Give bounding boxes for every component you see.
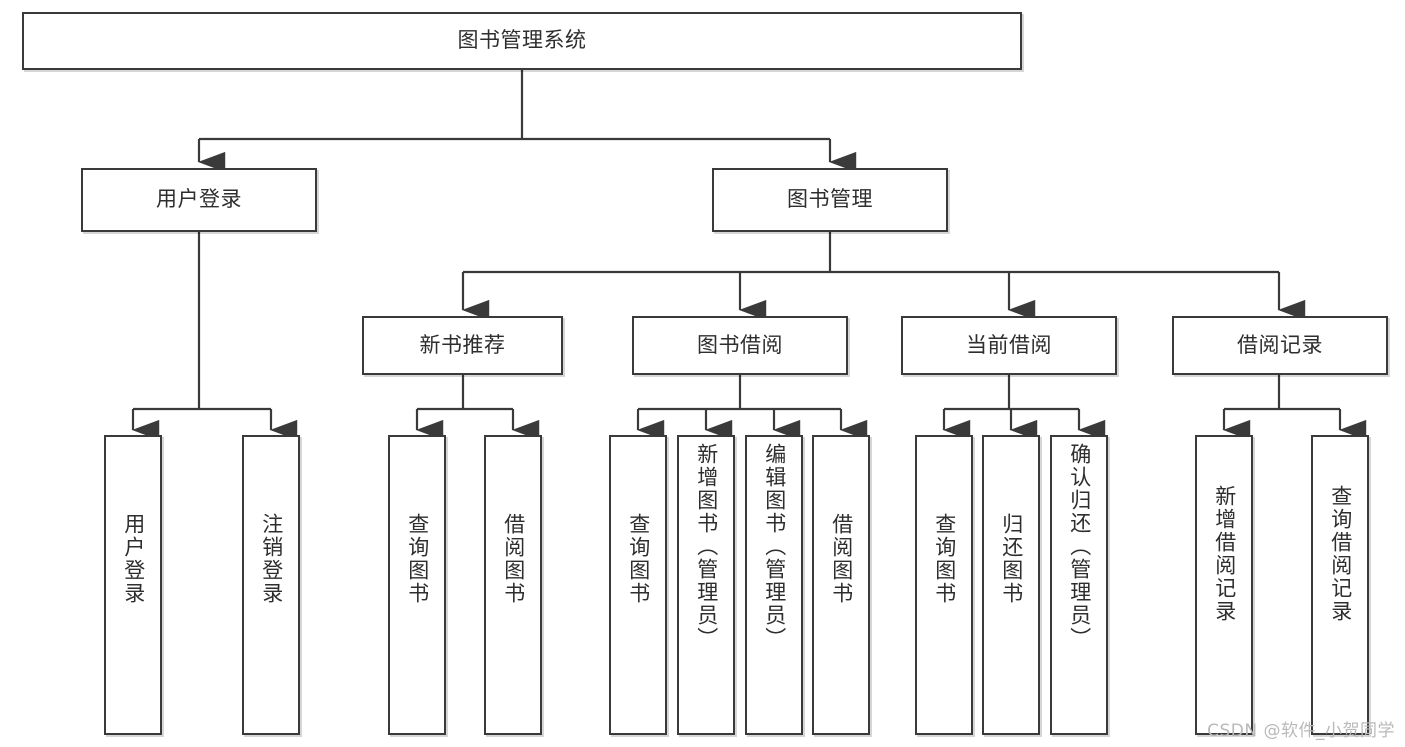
node-leaf-borrow-book[interactable]: 借阅图书 xyxy=(812,435,870,735)
node-label: 查询借阅记录 xyxy=(1328,485,1353,623)
node-label: 查询图书 xyxy=(932,513,957,605)
node-leaf-borrow-book-recommend[interactable]: 借阅图书 xyxy=(484,435,542,735)
node-leaf-add-book-admin[interactable]: 新增图书（管理员） xyxy=(677,435,735,735)
node-book-borrow[interactable]: 图书借阅 xyxy=(632,316,848,375)
node-borrow-record[interactable]: 借阅记录 xyxy=(1172,316,1388,375)
node-label: 查询图书 xyxy=(626,513,651,605)
node-leaf-user-login[interactable]: 用户登录 xyxy=(104,435,162,735)
node-label: 编辑图书（管理员） xyxy=(762,443,787,650)
node-label: 新增图书（管理员） xyxy=(694,443,719,650)
node-label: 用户登录 xyxy=(156,187,242,212)
node-label: 归还图书 xyxy=(999,513,1024,605)
node-leaf-edit-book-admin[interactable]: 编辑图书（管理员） xyxy=(745,435,803,735)
node-label: 图书管理 xyxy=(787,187,873,212)
node-leaf-query-book-recommend[interactable]: 查询图书 xyxy=(388,435,446,735)
node-label: 新增借阅记录 xyxy=(1212,485,1237,623)
node-user-login[interactable]: 用户登录 xyxy=(81,168,317,232)
node-new-book-recommend[interactable]: 新书推荐 xyxy=(362,316,563,375)
node-leaf-query-book-borrow[interactable]: 查询图书 xyxy=(609,435,667,735)
node-label: 新书推荐 xyxy=(419,332,506,357)
node-label: 注销登录 xyxy=(259,513,284,605)
node-label: 借阅图书 xyxy=(501,513,526,605)
node-root-book-management-system[interactable]: 图书管理系统 xyxy=(22,12,1022,70)
node-leaf-add-borrow-record[interactable]: 新增借阅记录 xyxy=(1195,435,1253,735)
node-label: 当前借阅 xyxy=(966,332,1052,357)
node-leaf-query-book-current[interactable]: 查询图书 xyxy=(915,435,973,735)
node-label: 借阅图书 xyxy=(829,513,854,605)
node-current-borrow[interactable]: 当前借阅 xyxy=(901,316,1117,375)
node-label: 借阅记录 xyxy=(1237,332,1323,357)
node-label: 查询图书 xyxy=(405,513,430,605)
node-label: 用户登录 xyxy=(121,513,146,605)
node-book-management[interactable]: 图书管理 xyxy=(712,168,948,232)
node-label: 图书管理系统 xyxy=(457,28,587,53)
node-leaf-query-borrow-record[interactable]: 查询借阅记录 xyxy=(1311,435,1369,735)
node-label: 确认归还（管理员） xyxy=(1067,443,1092,650)
node-leaf-logout[interactable]: 注销登录 xyxy=(242,435,300,735)
node-label: 图书借阅 xyxy=(697,332,783,357)
watermark-text: CSDN @软件_小贺同学 xyxy=(1207,721,1395,741)
node-leaf-confirm-return-admin[interactable]: 确认归还（管理员） xyxy=(1050,435,1108,735)
node-leaf-return-book[interactable]: 归还图书 xyxy=(982,435,1040,735)
